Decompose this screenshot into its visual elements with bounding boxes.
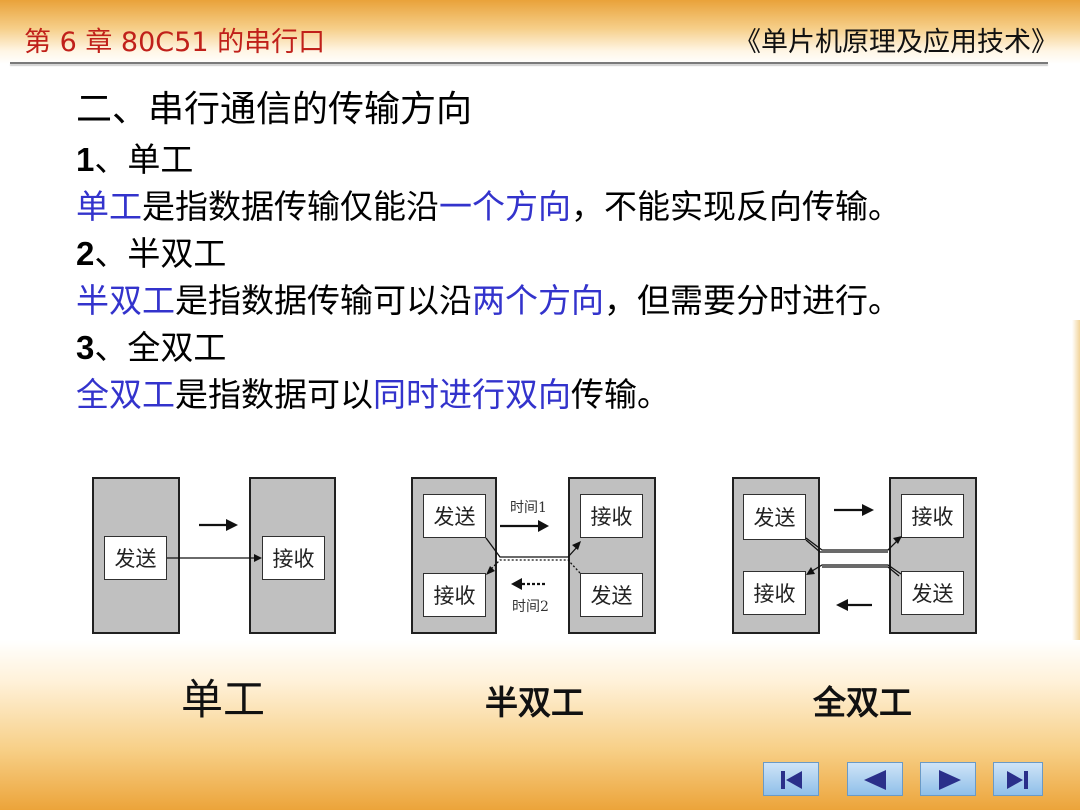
time1-label: 时间1 — [510, 500, 547, 516]
phrase-highlight: 两个方向 — [472, 281, 604, 320]
caption-full-duplex: 全双工 — [813, 683, 912, 722]
heading-text: 、单工 — [94, 140, 194, 179]
heading-number: 1 — [76, 141, 95, 178]
heading-full-duplex: 3、全双工 — [76, 324, 901, 371]
first-slide-button[interactable] — [763, 762, 819, 796]
left-send-box: 发送 — [743, 494, 806, 540]
desc-half-duplex: 半双工是指数据传输可以沿两个方向，但需要分时进行。 — [76, 277, 901, 324]
right-receive-box: 接收 — [901, 494, 964, 538]
chapter-title: 第 6 章 80C51 的串行口 — [24, 27, 326, 58]
heading-number: 2 — [76, 235, 95, 272]
term-highlight: 半双工 — [76, 281, 175, 320]
time2-label: 时间2 — [512, 599, 549, 615]
heading-text: 、半双工 — [94, 234, 227, 273]
right-edge-decoration — [1072, 320, 1080, 740]
left-send-box: 发送 — [423, 494, 486, 538]
previous-slide-button[interactable] — [847, 762, 903, 796]
send-box: 发送 — [104, 536, 167, 580]
skip-to-end-icon — [1007, 771, 1028, 789]
right-send-box: 发送 — [580, 573, 643, 617]
last-slide-button[interactable] — [993, 762, 1043, 796]
heading-text: 、全双工 — [94, 328, 227, 367]
header-band — [0, 0, 1080, 64]
caption-simplex: 单工 — [181, 675, 266, 724]
triangle-right-icon — [939, 770, 961, 790]
left-receive-box: 接收 — [423, 573, 486, 617]
desc-text: 是指数据传输可以沿 — [175, 281, 472, 320]
left-receive-box: 接收 — [743, 571, 806, 615]
section-title: 二、串行通信的传输方向 — [76, 89, 473, 130]
desc-text: 是指数据传输仅能沿 — [142, 187, 439, 226]
desc-text: 传输。 — [571, 375, 670, 414]
triangle-left-icon — [864, 770, 886, 790]
heading-simplex: 1、单工 — [76, 136, 901, 183]
desc-text: ，但需要分时进行。 — [604, 281, 901, 320]
caption-half-duplex: 半双工 — [485, 683, 584, 722]
skip-to-start-icon — [781, 771, 802, 789]
book-title: 《单片机原理及应用技术》 — [734, 27, 1058, 58]
slide-content: 二、串行通信的传输方向 1、单工 单工是指数据传输仅能沿一个方向，不能实现反向传… — [76, 84, 901, 418]
right-receive-box: 接收 — [580, 494, 643, 538]
desc-full-duplex: 全双工是指数据可以同时进行双向传输。 — [76, 371, 901, 418]
header-divider — [10, 62, 1048, 64]
term-highlight: 单工 — [76, 187, 142, 226]
receive-box: 接收 — [262, 536, 325, 580]
right-send-box: 发送 — [901, 571, 964, 615]
heading-number: 3 — [76, 329, 95, 366]
desc-text: 是指数据可以 — [175, 375, 373, 414]
desc-simplex: 单工是指数据传输仅能沿一个方向，不能实现反向传输。 — [76, 183, 901, 230]
term-highlight: 全双工 — [76, 375, 175, 414]
phrase-highlight: 同时进行双向 — [373, 375, 571, 414]
next-slide-button[interactable] — [920, 762, 976, 796]
desc-text: ，不能实现反向传输。 — [571, 187, 901, 226]
phrase-highlight: 一个方向 — [439, 187, 571, 226]
heading-half-duplex: 2、半双工 — [76, 230, 901, 277]
